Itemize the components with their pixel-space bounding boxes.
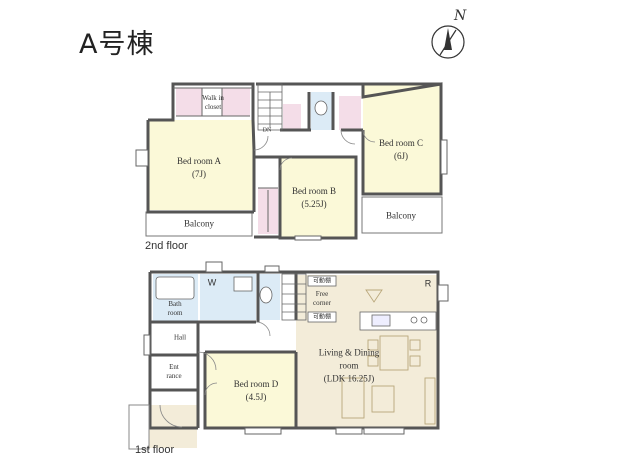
room-label-balcony-left: Balcony: [184, 218, 214, 229]
stairs-down-label: DN: [262, 127, 272, 134]
compass-north-letter: N: [454, 8, 467, 24]
room-label-bed-b: Bed room B (5.25J): [292, 186, 336, 209]
toilet-icon: [259, 286, 273, 304]
toilet-icon: [314, 100, 328, 116]
stairs-2f: [257, 83, 283, 131]
second-floor-plan: [135, 82, 448, 241]
room-label-washroom: W: [207, 277, 217, 288]
bathtub-icon: [155, 276, 195, 300]
north-compass-icon: [431, 25, 465, 59]
room-label-free-corner: Free corner: [313, 290, 331, 307]
room-label-ldk: Living & Dining room (LDK 16.25J): [318, 347, 380, 384]
room-label-balcony-right: Balcony: [386, 210, 416, 221]
first-floor-plan: [128, 261, 449, 450]
room-label-walk-in-closet: Walk in closet: [202, 94, 224, 111]
refrigerator-label: R: [424, 278, 432, 289]
movable-shelf-label-2: 可動棚: [312, 313, 332, 321]
page-title: A号棟: [79, 29, 155, 60]
room-label-bed-a: Bed room A (7J): [177, 156, 221, 179]
floor-label-1st: 1st floor: [135, 444, 175, 456]
room-label-bed-c: Bed room C (6J): [379, 138, 423, 161]
room-label-entrance: Ent rance: [166, 363, 182, 380]
sink-icon: [233, 276, 253, 292]
floor-label-2nd: 2nd floor: [145, 240, 188, 252]
movable-shelf-label-1: 可動棚: [312, 277, 332, 285]
room-label-bath: Bath room: [167, 300, 183, 317]
room-label-bed-d: Bed room D (4.5J): [233, 379, 279, 402]
room-label-hall: Hall: [173, 333, 187, 342]
dining-table: [341, 289, 436, 425]
kitchen-counter: [359, 311, 437, 331]
